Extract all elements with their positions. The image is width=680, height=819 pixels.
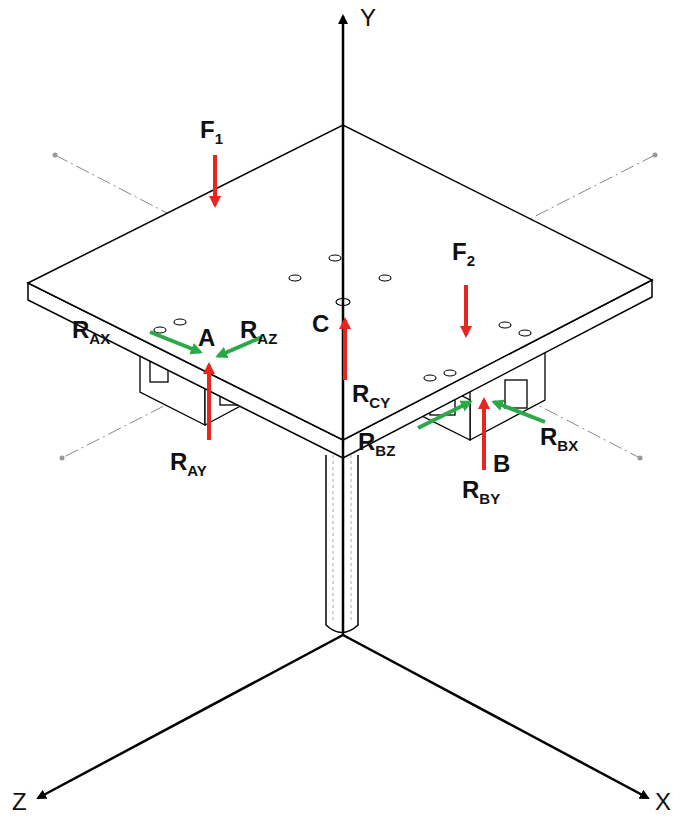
reaction-label: RBX — [540, 425, 578, 449]
axis-label: X — [655, 790, 671, 814]
reaction-label: RAZ — [240, 318, 277, 342]
point-label: A — [198, 326, 215, 350]
axis-label: Z — [12, 790, 27, 814]
point-label: C — [312, 312, 329, 336]
force-label: F2 — [452, 240, 475, 264]
reaction-label: RAY — [170, 450, 207, 474]
force-label: F1 — [200, 118, 223, 142]
reaction-label: RAX — [72, 318, 110, 342]
reaction-label: RCY — [352, 382, 390, 406]
point-label: B — [493, 452, 510, 476]
axis-label: Y — [360, 6, 376, 30]
reaction-label: RBY — [462, 478, 500, 502]
reaction-label: RBZ — [358, 430, 395, 454]
